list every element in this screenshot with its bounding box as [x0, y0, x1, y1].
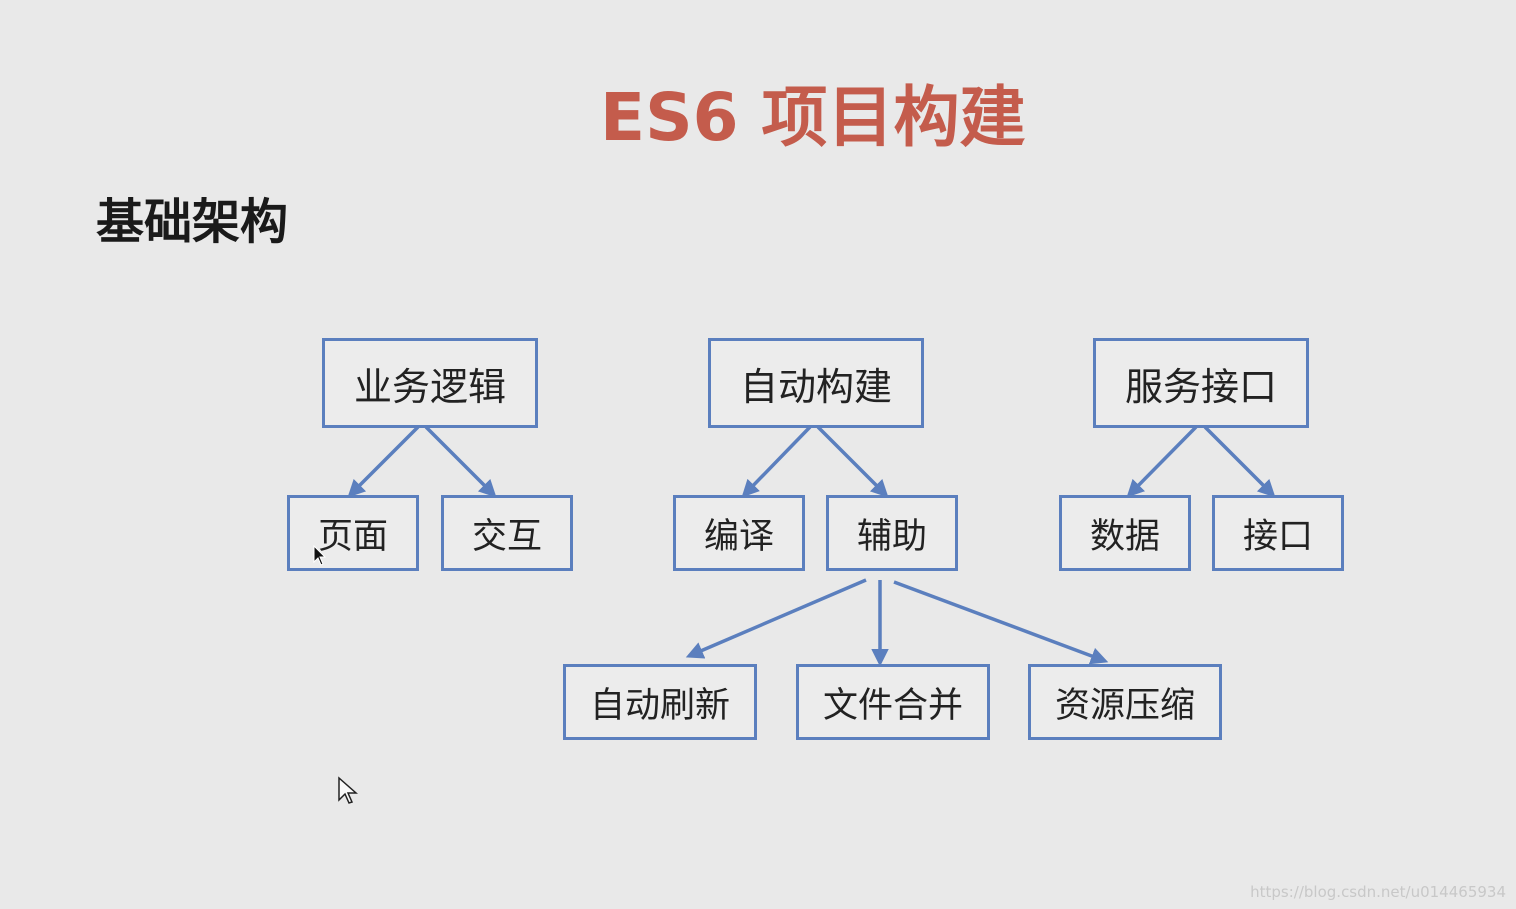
arrow-cursor-icon [338, 776, 358, 804]
node-auto-reload: 自动刷新 [563, 664, 757, 740]
section-title: 基础架构 [96, 194, 289, 250]
connector-helper-reload [685, 578, 867, 659]
connector-service-api [1203, 425, 1276, 498]
node-auto-build: 自动构建 [708, 338, 924, 428]
node-file-merge: 文件合并 [796, 664, 990, 740]
node-service-interface: 服务接口 [1093, 338, 1309, 428]
node-api: 接口 [1212, 495, 1344, 571]
node-interaction: 交互 [441, 495, 573, 571]
node-compile: 编译 [673, 495, 805, 571]
connector-business-pages [347, 425, 420, 498]
node-business-logic: 业务逻辑 [322, 338, 538, 428]
slide-title: ES6 项目构建 [600, 79, 1026, 156]
connector-helper-compress [893, 580, 1109, 665]
connector-build-compile [741, 425, 812, 498]
node-data: 数据 [1059, 495, 1191, 571]
node-resource-compress: 资源压缩 [1028, 664, 1222, 740]
pointer-cursor-icon [313, 545, 327, 566]
watermark: https://blog.csdn.net/u014465934 [1250, 883, 1506, 901]
connector-build-helper [816, 425, 889, 498]
connector-service-data [1126, 425, 1198, 498]
node-pages: 页面 [287, 495, 419, 571]
node-helper: 辅助 [826, 495, 958, 571]
connector-business-interaction [424, 425, 497, 498]
